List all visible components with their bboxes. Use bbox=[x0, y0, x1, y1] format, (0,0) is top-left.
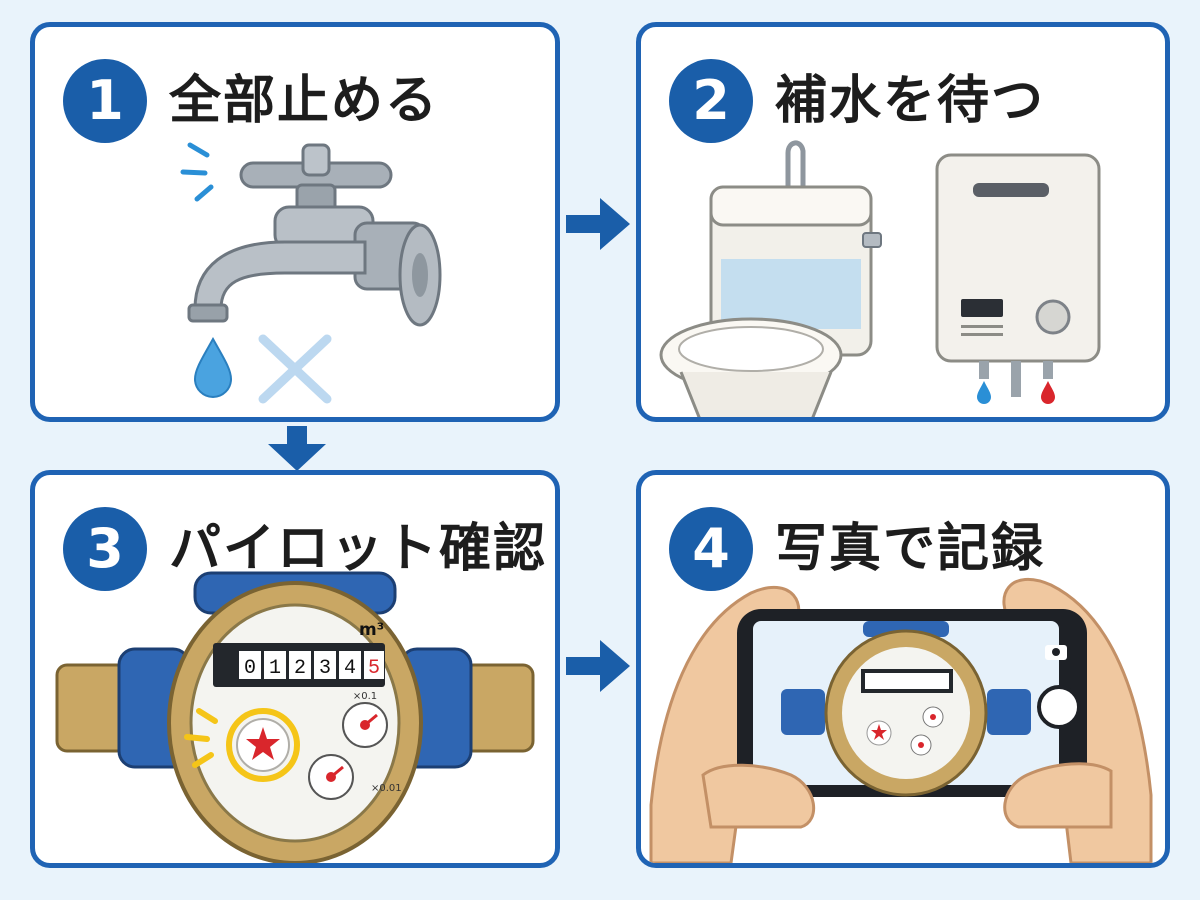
meter-digit: 3 bbox=[319, 657, 331, 680]
camera-icon bbox=[1045, 645, 1067, 660]
meter-unit: m³ bbox=[359, 620, 384, 640]
step-number-badge: 3 bbox=[63, 507, 147, 591]
arrow-down-icon bbox=[268, 426, 326, 471]
step-title: 全部止める bbox=[169, 71, 440, 131]
step-4-panel: 4 写真で記録 bbox=[636, 470, 1170, 868]
water-heater-icon bbox=[935, 153, 1101, 404]
water-meter-icon: 0 1 2 3 4 5 m³ ×0.1 ×0.01 bbox=[55, 571, 535, 863]
step-title: 写真で記録 bbox=[775, 519, 1046, 579]
meter-digit: 4 bbox=[344, 657, 356, 680]
step-number-badge: 4 bbox=[669, 507, 753, 591]
cross-mark-icon bbox=[258, 334, 332, 404]
faucet-icon bbox=[180, 142, 442, 327]
step-2-panel: 2 補水を待つ bbox=[636, 22, 1170, 422]
dial-label: ×0.1 bbox=[353, 691, 377, 702]
step-1-panel: 1 全部止める bbox=[30, 22, 560, 422]
water-drop-icon bbox=[193, 336, 233, 398]
smartphone-icon bbox=[649, 577, 1153, 863]
toilet-icon bbox=[659, 140, 882, 417]
step-title: パイロット確認 bbox=[169, 519, 548, 579]
step-3-panel: 3 パイロット確認 0 1 2 3 4 5 bbox=[30, 470, 560, 868]
step-title: 補水を待つ bbox=[775, 71, 1046, 131]
meter-digit: 0 bbox=[244, 657, 256, 680]
step-number-badge: 1 bbox=[63, 59, 147, 143]
meter-digit: 5 bbox=[368, 657, 380, 680]
dial-label: ×0.01 bbox=[371, 783, 402, 794]
step-number-badge: 2 bbox=[669, 59, 753, 143]
meter-digit: 1 bbox=[269, 657, 281, 680]
meter-digit: 2 bbox=[294, 657, 306, 680]
arrow-right-icon bbox=[566, 640, 630, 692]
arrow-right-icon bbox=[566, 198, 630, 250]
